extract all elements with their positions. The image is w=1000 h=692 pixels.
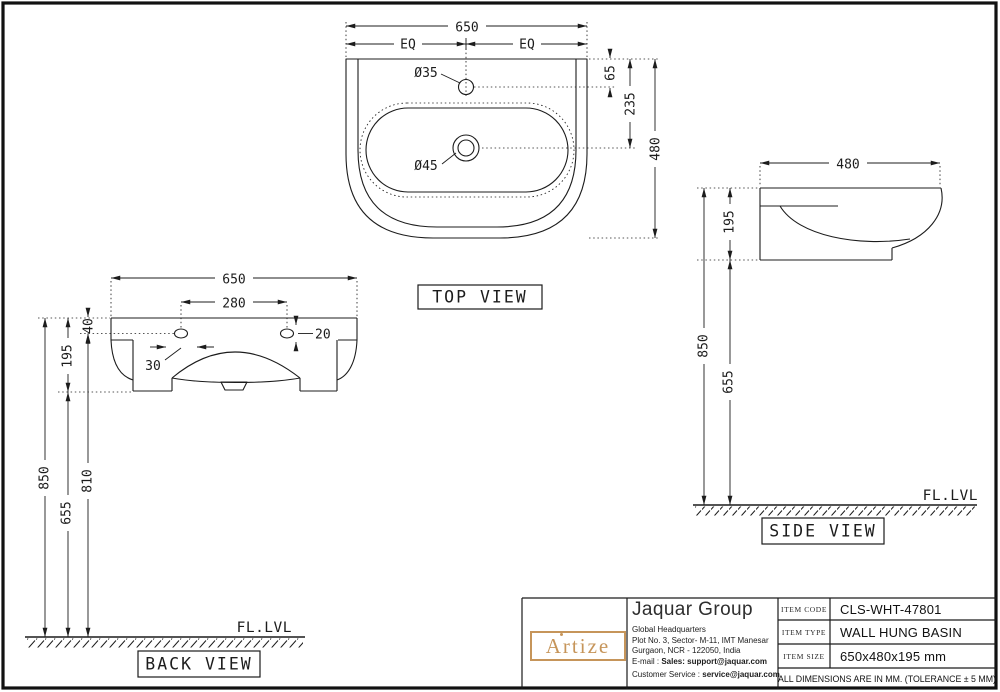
waste-hole-outer: [452, 134, 480, 162]
dim-text-eq-left: EQ: [400, 38, 416, 53]
top-view-label: TOP VIEW: [432, 288, 527, 307]
leader-30: [164, 347, 182, 361]
extension-lines: [38, 281, 358, 393]
dim-text-650: 650: [455, 21, 478, 36]
tolerance-note: ALL DIMENSIONS ARE IN MM. (TOLERANCE ± 5…: [778, 673, 996, 684]
dim-text-65: 65: [604, 65, 619, 81]
dim-text-850: 850: [38, 466, 53, 489]
top-view: 650 EQ EQ Ø35 Ø45 65 235 480 TOP VIEW: [345, 19, 664, 310]
fixing-hole-left: [173, 328, 189, 339]
dim-text-655: 655: [722, 370, 737, 393]
dim-text-235: 235: [624, 92, 639, 115]
dim-text-280: 280: [222, 297, 245, 312]
extension-lines: [345, 22, 660, 239]
dim-text-waste-dia: Ø45: [414, 159, 437, 174]
side-view-label: SIDE VIEW: [769, 522, 876, 541]
logo-dot-icon: [560, 633, 563, 636]
dim-text-655: 655: [60, 501, 75, 524]
dim-text-20: 20: [315, 328, 331, 343]
bowl-opening: [365, 107, 569, 193]
side-view-label-box: [761, 517, 885, 545]
dim-text-850: 850: [697, 334, 712, 357]
leader-tap: [440, 73, 461, 84]
address-line: Gurgaon, NCR - 122050, India: [632, 646, 741, 655]
item-size-label: ITEM SIZE: [783, 651, 825, 661]
back-view: 650 280 40 195 850 810 655: [25, 271, 358, 678]
floor-hatch: [695, 506, 975, 516]
email-line: E-mail : Sales: support@jaquar.com: [632, 657, 767, 666]
item-type-label: ITEM TYPE: [781, 627, 827, 637]
dim-text-810: 810: [81, 469, 96, 492]
artize-logo: Artize: [530, 631, 626, 661]
basin-side-outline: [759, 187, 943, 261]
customer-service-value: service@jaquar.com: [702, 669, 780, 679]
item-type-value: WALL HUNG BASIN: [840, 624, 962, 640]
waste-outlet: [220, 381, 248, 391]
dim-text-40: 40: [82, 318, 97, 334]
customer-service-line: Customer Service : service@jaquar.com: [632, 670, 780, 679]
address-line: Plot No. 3, Sector- M-11, IMT Manesar: [632, 635, 769, 645]
floor-hatch: [27, 638, 303, 648]
top-view-label-box: [417, 284, 543, 310]
email-value: Sales: support@jaquar.com: [661, 657, 767, 666]
side-view: 480 195 850 655 FL.LVL SIDE VIEW: [693, 156, 978, 545]
dim-text-tap-dia: Ø35: [414, 66, 437, 81]
floor-level-label: FL.LVL: [923, 488, 978, 504]
item-size-value: 650x480x195 mm: [840, 648, 947, 664]
back-view-label: BACK VIEW: [145, 655, 252, 674]
leader-waste: [441, 152, 457, 165]
bowl-hidden-edge: [359, 102, 575, 198]
tap-hole: [457, 78, 475, 96]
dim-text-480: 480: [836, 158, 859, 173]
fixing-hole-right: [279, 328, 295, 339]
title-block-grid: [521, 597, 996, 689]
dim-text-650: 650: [222, 273, 245, 288]
email-label: E-mail :: [632, 657, 662, 666]
dim-text-195: 195: [723, 210, 738, 233]
company-name: Jaquar Group: [632, 599, 753, 620]
customer-service-label: Customer Service :: [632, 669, 703, 679]
floor-level-label: FL.LVL: [237, 620, 292, 636]
dim-text-eq-right: EQ: [519, 38, 535, 53]
item-code-value: CLS-WHT-47801: [840, 601, 942, 617]
waste-hole-inner: [457, 139, 475, 157]
back-view-label-box: [137, 650, 261, 678]
dim-text-195: 195: [61, 344, 76, 367]
dim-text-480: 480: [649, 137, 664, 160]
dim-text-30: 30: [145, 359, 161, 374]
address-line: Global Headquarters: [632, 625, 706, 634]
item-code-label: ITEM CODE: [780, 604, 828, 614]
basin-inner-rim: [357, 59, 577, 228]
basin-outer-outline: [345, 58, 588, 239]
